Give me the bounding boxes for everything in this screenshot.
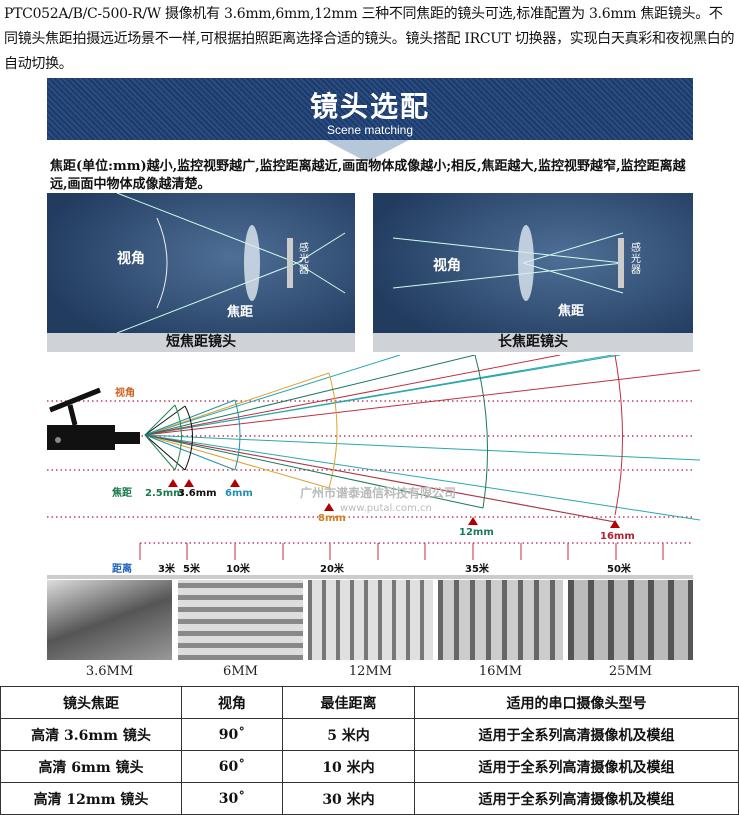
focal-6: 6mm bbox=[225, 488, 253, 499]
focal-label: 焦距 bbox=[227, 305, 254, 320]
photo-label: 25MM bbox=[608, 664, 653, 679]
focal-label: 焦距 bbox=[111, 486, 132, 499]
distance-35: 35米 bbox=[465, 562, 490, 575]
photo-6mm bbox=[178, 580, 303, 660]
long-focal-panel: 视角 焦距 感光器 长焦距镜头 bbox=[373, 193, 693, 352]
cell: 5 米内 bbox=[282, 718, 415, 751]
photo-label: 3.6MM bbox=[85, 664, 134, 679]
focal-label: 焦距 bbox=[558, 304, 585, 319]
cell: 适用于全系列高清摄像机及模组 bbox=[414, 750, 739, 783]
header-cell: 镜头焦距 bbox=[0, 686, 182, 719]
focal-distance-diagram: 视角 焦距 距离 2.5mm 3.6mm 6mm 8mm 12mm 16mm 3… bbox=[47, 355, 701, 579]
header-cell: 最佳距离 bbox=[282, 686, 415, 719]
photo-3.6mm bbox=[47, 580, 172, 660]
banner-subtitle: Scene matching bbox=[326, 123, 414, 137]
sample-photos bbox=[47, 580, 693, 660]
intro-paragraph: PTC052A/B/C-500-R/W 摄像机有 3.6mm,6mm,12mm … bbox=[4, 6, 735, 72]
focal-16: 16mm bbox=[600, 531, 635, 542]
photo-25mm bbox=[568, 580, 693, 660]
cell: 90˚ bbox=[181, 718, 283, 751]
cell: 适用于全系列高清摄像机及模组 bbox=[414, 782, 739, 815]
distance-50: 50米 bbox=[607, 562, 632, 575]
photo-label: 12MM bbox=[348, 664, 393, 679]
cell: 10 米内 bbox=[282, 750, 415, 783]
short-focal-panel: 视角 焦距 感光器 短焦距镜头 bbox=[47, 193, 355, 352]
table-header: 镜头焦距 视角 最佳距离 适用的串口摄像头型号 bbox=[0, 686, 739, 719]
angle-label: 视角 bbox=[117, 251, 145, 267]
angle-label: 视角 bbox=[115, 386, 135, 399]
panel-label: 短焦距镜头 bbox=[47, 333, 355, 352]
watermark: 广州市谱泰通信科技有限公司 bbox=[300, 485, 456, 500]
distance-3: 3米 bbox=[158, 562, 176, 575]
cell: 适用于全系列高清摄像机及模组 bbox=[414, 718, 739, 751]
cell: 30˚ bbox=[181, 782, 283, 815]
focal-3.6: 3.6mm bbox=[178, 488, 217, 499]
sensor-label: 感光器 bbox=[631, 243, 641, 276]
focal-8: 8mm bbox=[318, 513, 346, 524]
cell: 高清 3.6mm 镜头 bbox=[0, 718, 182, 751]
photo-12mm bbox=[308, 580, 433, 660]
focal-2.5: 2.5mm bbox=[145, 488, 184, 499]
photo-label: 16MM bbox=[478, 664, 523, 679]
angle-label: 视角 bbox=[433, 258, 461, 274]
section-banner: 镜头选配 Scene matching bbox=[47, 78, 693, 140]
cell: 高清 12mm 镜头 bbox=[0, 782, 182, 815]
camera-icon bbox=[47, 387, 140, 450]
cell: 高清 6mm 镜头 bbox=[0, 750, 182, 783]
sensor-label: 感光器 bbox=[299, 243, 309, 276]
panel-label: 长焦距镜头 bbox=[373, 333, 693, 352]
distance-label: 距离 bbox=[112, 562, 132, 575]
down-arrow-icon bbox=[325, 140, 409, 162]
header-cell: 视角 bbox=[181, 686, 283, 719]
cell: 60˚ bbox=[181, 750, 283, 783]
photo-label: 6MM bbox=[223, 664, 258, 679]
distance-5: 5米 bbox=[183, 562, 201, 575]
header-cell: 适用的串口摄像头型号 bbox=[414, 686, 739, 719]
focal-12: 12mm bbox=[459, 527, 494, 538]
photo-16mm bbox=[438, 580, 563, 660]
watermark-url: www.putal.com.cn bbox=[340, 503, 432, 514]
banner-title: 镜头选配 bbox=[309, 90, 430, 123]
cell: 30 米内 bbox=[282, 782, 415, 815]
distance-20: 20米 bbox=[320, 562, 345, 575]
focal-markers bbox=[168, 479, 620, 528]
caption: 焦距(单位:mm)越小,监控视野越广,监控距离越近,画面物体成像越小;相反,焦距… bbox=[50, 159, 686, 192]
distance-10: 10米 bbox=[226, 562, 251, 575]
